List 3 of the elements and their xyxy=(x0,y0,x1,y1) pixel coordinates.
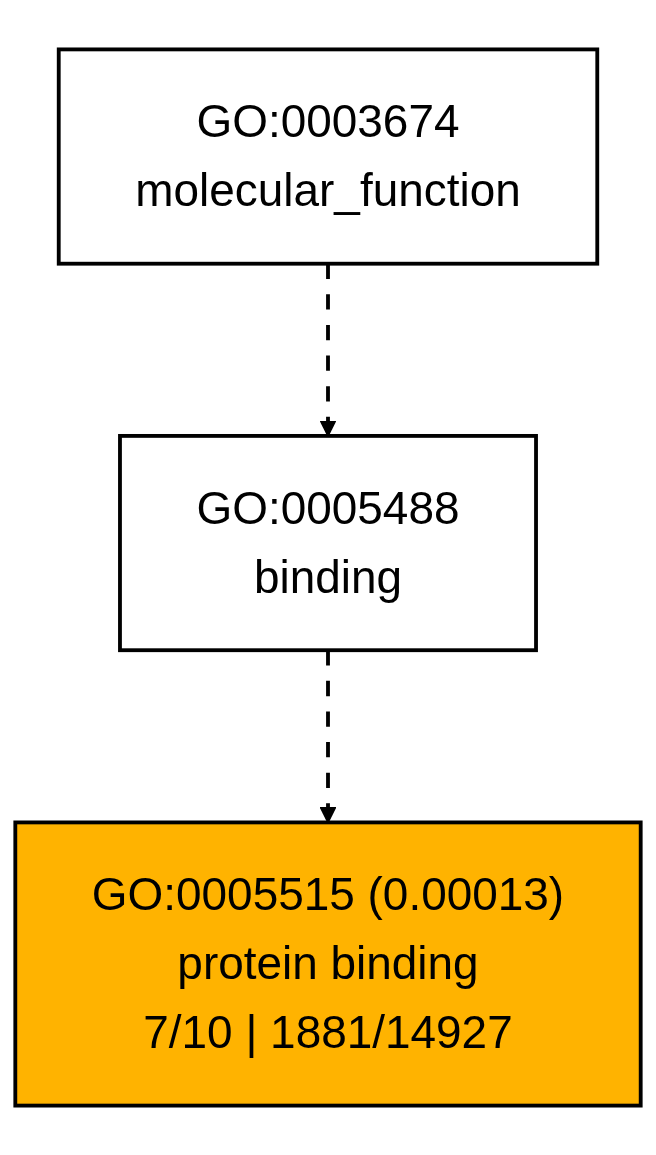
node-box: GO:0003674 molecular_function xyxy=(56,47,600,266)
node-box: GO:0005515 (0.00013) protein binding 7/10 | 1881/14927 xyxy=(13,820,643,1108)
node-box: GO:0005488 binding xyxy=(118,434,538,653)
